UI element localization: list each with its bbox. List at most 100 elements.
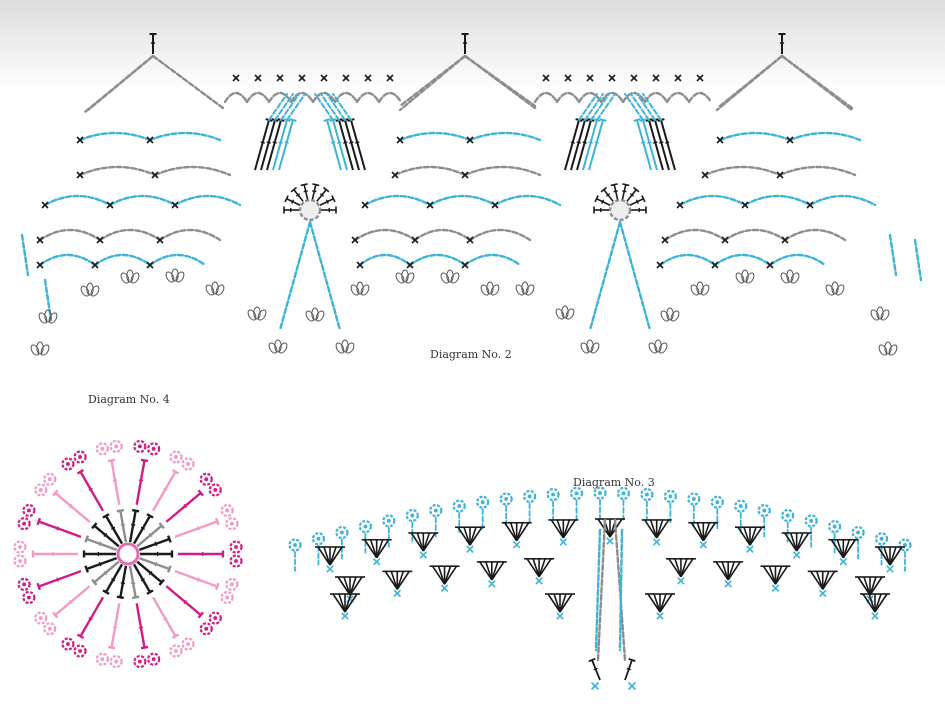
picot-icon [181, 457, 195, 471]
chain-loop-icon [768, 253, 827, 267]
x-stitch-icon [711, 261, 719, 269]
x-stitch-icon [652, 538, 661, 546]
double-crochet-icon [283, 206, 299, 214]
x-stitch-icon [656, 261, 664, 269]
x-stitch-icon [590, 681, 600, 691]
double-crochet-icon [84, 556, 118, 573]
chain-loop-icon [718, 131, 792, 142]
picot-icon [61, 457, 75, 471]
double-crochet-icon [174, 569, 220, 591]
picot-icon [229, 540, 243, 554]
chain-loop-icon [98, 228, 162, 242]
magic-ring-icon [608, 198, 632, 222]
chain-loop-icon [555, 91, 581, 104]
double-crochet-icon [107, 458, 121, 505]
double-crochet-icon [361, 538, 392, 559]
x-stitch-icon [781, 236, 789, 244]
chain-loop-icon [703, 165, 782, 177]
chain-loop-icon [43, 194, 112, 207]
leaf-cluster-icon [440, 269, 460, 284]
x-stitch-icon [36, 236, 44, 244]
chain-loop-icon [286, 93, 306, 121]
double-crochet-icon [629, 195, 646, 206]
x-stitch-icon [466, 136, 474, 144]
chain-loop-icon [398, 54, 467, 108]
chain-loop-icon [408, 253, 467, 267]
x-stitch-icon [661, 236, 669, 244]
leaf-cluster-icon [120, 269, 140, 284]
chain-loop-icon [358, 253, 412, 267]
picot-icon [147, 652, 161, 666]
chain-loop-icon [718, 54, 784, 108]
double-crochet-icon [174, 517, 220, 539]
chain-loop-icon [38, 228, 102, 242]
picot-icon [133, 439, 147, 454]
picot-icon [199, 472, 213, 486]
double-crochet-icon [875, 546, 905, 566]
chain-loop-icon [245, 91, 271, 104]
picot-icon [34, 483, 48, 497]
double-crochet-icon [641, 519, 672, 539]
chain-loop-icon [280, 93, 300, 121]
x-stitch-icon [491, 201, 499, 209]
x-stitch-icon [676, 201, 684, 209]
x-stitch-icon [839, 557, 848, 566]
chain-loop-icon [93, 253, 152, 267]
leaf-cluster-icon [205, 281, 225, 296]
x-stitch-icon [351, 236, 359, 244]
double-crochet-icon [84, 535, 118, 552]
chain-loop-icon [596, 518, 607, 662]
x-stitch-icon [871, 612, 879, 620]
picot-icon [73, 644, 87, 658]
chain-loop-icon [463, 253, 522, 267]
double-crochet-icon [36, 569, 82, 591]
x-stitch-icon [76, 171, 84, 179]
picot-icon [181, 637, 195, 651]
double-crochet-icon [284, 195, 301, 206]
picot-icon [208, 611, 222, 625]
picot-icon [734, 499, 748, 513]
x-stitch-icon [542, 74, 550, 82]
double-crochet-icon [319, 195, 336, 206]
leaf-cluster-icon [555, 305, 575, 320]
chain-loop-icon [463, 165, 542, 177]
picot-icon [61, 637, 75, 651]
x-stitch-icon [232, 74, 240, 82]
double-crochet-icon [621, 183, 630, 200]
picot-icon [523, 489, 537, 503]
x-stitch-icon [171, 201, 179, 209]
chain-loop-icon [278, 220, 312, 332]
x-stitch-icon [741, 201, 749, 209]
x-stitch-icon [361, 201, 369, 209]
double-crochet-icon [631, 206, 647, 214]
picot-icon [95, 652, 109, 666]
x-stitch-icon [699, 540, 708, 549]
x-stitch-icon [466, 236, 474, 244]
top-gradient-band [0, 0, 945, 90]
double-crochet-icon [645, 593, 675, 613]
leaf-cluster-icon [515, 281, 535, 296]
chain-loop-icon [108, 194, 177, 207]
double-crochet-icon [140, 550, 174, 558]
diagram-3-label: Diagram No. 3 [573, 476, 655, 489]
leaf-cluster-icon [690, 281, 710, 296]
chain-loop-icon [590, 93, 610, 121]
chain-loop-icon [533, 91, 559, 104]
double-crochet-icon [408, 532, 439, 552]
chain-loop-icon [780, 54, 854, 112]
x-stitch-icon [298, 74, 306, 82]
double-crochet-icon [82, 550, 116, 558]
chain-loop-icon [326, 93, 346, 121]
x-stitch-icon [411, 236, 419, 244]
x-stitch-icon [627, 681, 637, 691]
chain-loop-icon [413, 228, 472, 242]
double-crochet-icon [132, 513, 154, 545]
x-stitch-icon [426, 201, 434, 209]
x-stitch-icon [512, 540, 521, 549]
picot-icon [22, 503, 36, 518]
picot-icon [593, 486, 607, 500]
picot-icon [229, 554, 243, 568]
chain-loop-icon [630, 93, 650, 121]
double-crochet-icon [136, 560, 165, 586]
